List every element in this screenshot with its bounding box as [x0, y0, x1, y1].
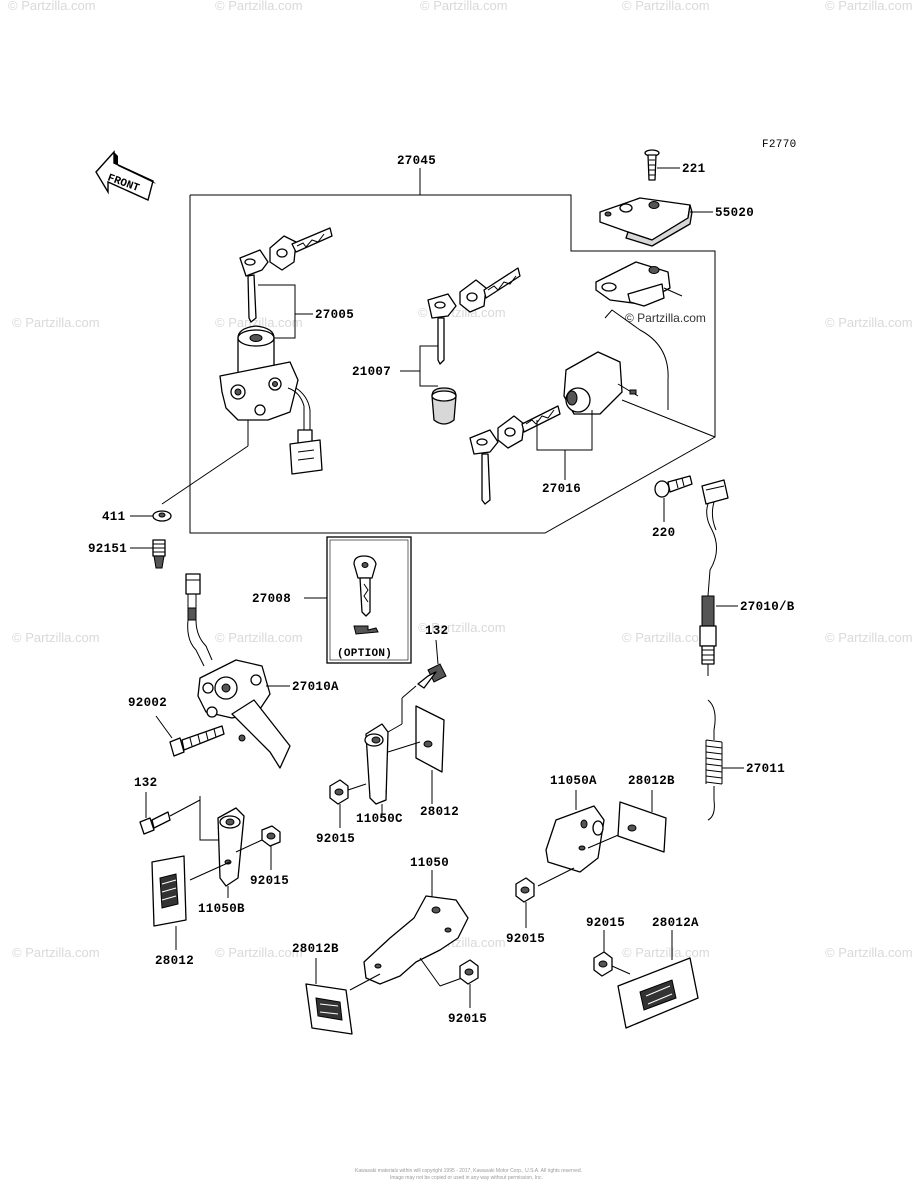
callout-11050C: 11050C	[356, 812, 403, 826]
callout-11050B: 11050B	[198, 902, 245, 916]
watermark: © Partzilla.com	[215, 0, 303, 13]
callout-221: 221	[682, 162, 705, 176]
copyright-line-2: Image may not be copied or used in any w…	[390, 1175, 543, 1181]
nut-92015-bottom-right	[593, 930, 631, 977]
watermark: © Partzilla.com	[418, 620, 506, 635]
callout-28012A: 28012A	[652, 916, 699, 930]
watermark: © Partzilla.com	[12, 630, 100, 645]
callout-labels: 27045 221 55020 27005 21007 27016 411 92…	[88, 154, 795, 1026]
option-key-box: (OPTION)	[304, 536, 412, 664]
ignition-switch-body	[219, 325, 323, 475]
seat-lock-bracket	[595, 261, 683, 410]
callout-92015-left: 92015	[250, 874, 289, 888]
bolt-132-lower	[139, 792, 201, 835]
bracket-11050A	[537, 790, 667, 887]
callout-92151: 92151	[88, 542, 127, 556]
callout-28012-left: 28012	[155, 954, 194, 968]
watermark: © Partzilla.com	[622, 630, 710, 645]
copyright-line-1: Kawasaki materials within will copyright…	[355, 1168, 582, 1174]
callout-27010A: 27010A	[292, 680, 339, 694]
bracket-11050	[349, 870, 469, 991]
callout-132-lower: 132	[134, 776, 157, 790]
callout-220: 220	[652, 526, 675, 540]
watermark: © Partzilla.com	[8, 0, 96, 13]
watermark: © Partzilla.com	[622, 945, 710, 960]
cover-plate-55020	[599, 197, 713, 247]
watermark: © Partzilla.com	[12, 945, 100, 960]
watermark: © Partzilla.com	[825, 0, 913, 13]
pad-28012B-bottom	[305, 958, 353, 1035]
bolt-92151	[130, 539, 166, 569]
callout-27010B: 27010/B	[740, 600, 795, 614]
switch-27010A	[185, 573, 291, 769]
callout-27016: 27016	[542, 482, 581, 496]
bolt-92002	[155, 715, 225, 757]
bolt-132-upper	[401, 639, 447, 699]
watermark-layer: © Partzilla.com © Partzilla.com © Partzi…	[8, 0, 913, 960]
switch-27010B	[699, 479, 738, 676]
kit-outline-27045	[189, 168, 716, 534]
callout-11050: 11050	[410, 856, 449, 870]
callout-92015-right: 92015	[506, 932, 545, 946]
front-arrow-icon: FRONT	[95, 150, 156, 201]
screw-221	[644, 149, 680, 181]
option-label: (OPTION)	[337, 648, 392, 660]
callout-411: 411	[102, 510, 125, 524]
callout-132-upper: 132	[425, 624, 448, 638]
callout-55020: 55020	[715, 206, 754, 220]
callout-28012B-bottom: 28012B	[292, 942, 339, 956]
watermark: © Partzilla.com	[825, 945, 913, 960]
watermark: © Partzilla.com	[215, 315, 303, 330]
callout-27005: 27005	[315, 308, 354, 322]
watermark: © Partzilla.com	[12, 315, 100, 330]
bracket-11050C	[364, 698, 445, 816]
screw-220	[654, 475, 693, 522]
callout-21007: 21007	[352, 365, 391, 379]
watermark: © Partzilla.com	[825, 315, 913, 330]
callout-92015-center: 92015	[316, 832, 355, 846]
watermark: © Partzilla.com	[622, 0, 710, 13]
callout-28012B-right: 28012B	[628, 774, 675, 788]
watermark: © Partzilla.com	[215, 630, 303, 645]
callout-11050A: 11050A	[550, 774, 597, 788]
pad-28012A	[617, 930, 699, 1029]
callout-92015-bottom: 92015	[448, 1012, 487, 1026]
callout-27008: 27008	[252, 592, 291, 606]
figure-code: F2770	[762, 139, 797, 151]
watermark: © Partzilla.com	[215, 945, 303, 960]
watermark: © Partzilla.com	[825, 630, 913, 645]
nut-92015-bottom	[459, 959, 479, 1008]
bracket-11050B	[189, 796, 245, 898]
ignition-keys-27005	[239, 227, 333, 323]
key-set-21007	[427, 267, 521, 425]
callout-28012-center: 28012	[420, 805, 459, 819]
center-watermark: © Partzilla.com	[625, 311, 706, 325]
callout-27011: 27011	[746, 762, 785, 776]
pad-28012-left	[151, 855, 187, 950]
callout-92015-bottom-right: 92015	[586, 916, 625, 930]
watermark: © Partzilla.com	[420, 0, 508, 13]
callout-27045: 27045	[397, 154, 436, 168]
nut-92015-right	[515, 877, 535, 928]
callout-92002: 92002	[128, 696, 167, 710]
seat-lock-27016	[469, 351, 639, 505]
spring-27011	[705, 699, 744, 821]
nut-92015-center	[329, 779, 367, 828]
washer-411	[130, 510, 172, 522]
nut-92015-left	[235, 825, 281, 870]
